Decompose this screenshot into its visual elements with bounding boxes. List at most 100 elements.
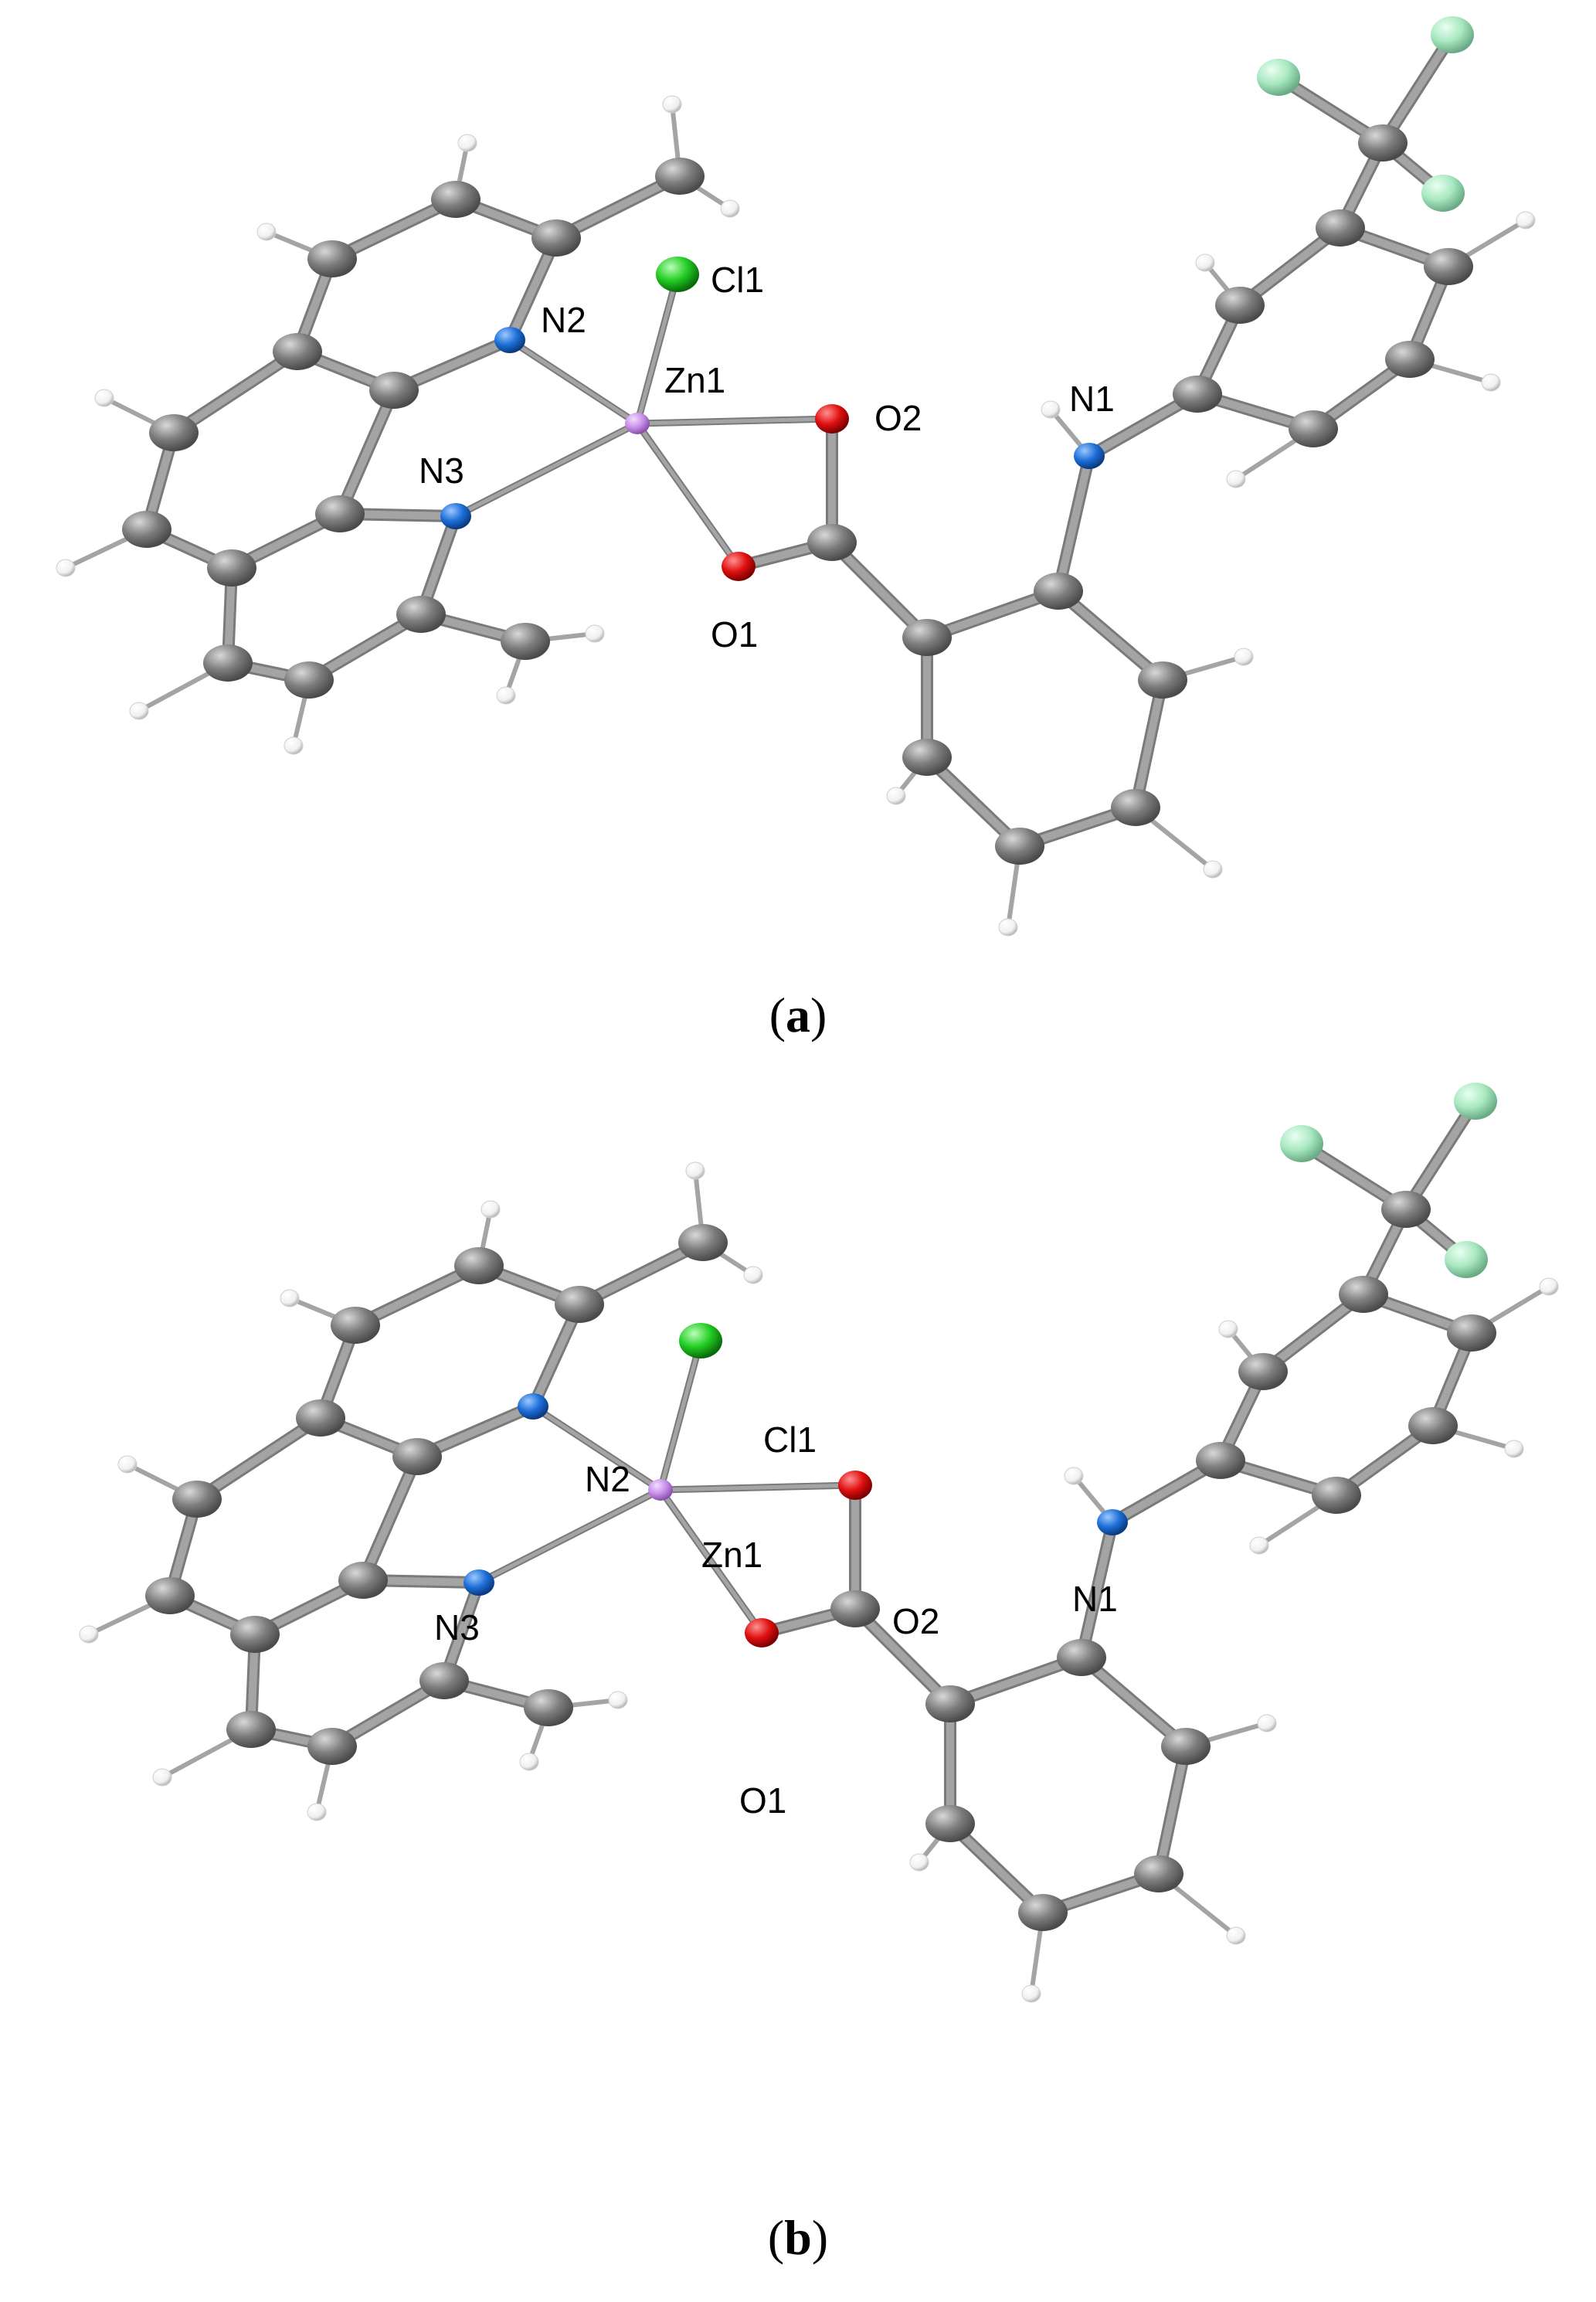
carbon-atom: [273, 333, 322, 370]
carbon-atom: [1034, 573, 1083, 610]
label-zn1: Zn1: [664, 360, 725, 400]
carbon-atom: [1057, 1639, 1106, 1676]
carbon-atom: [396, 596, 446, 633]
carbon-atom: [531, 219, 581, 257]
carbon-atom: [655, 158, 705, 195]
bond: [635, 272, 680, 426]
hydrogen-atom: [1195, 253, 1215, 272]
bond: [1379, 31, 1456, 147]
label-n2: N2: [585, 1459, 630, 1499]
hydrogen-atom: [152, 1768, 172, 1787]
carbon-atom: [1424, 248, 1473, 285]
bond: [1155, 1743, 1190, 1878]
carbon-atom: [296, 1399, 345, 1437]
hydrogen-atom: [1249, 1536, 1269, 1555]
bond: [658, 1338, 703, 1492]
label-n1: N1: [1069, 379, 1115, 419]
label-o2: O2: [892, 1601, 939, 1641]
hydrogen-atom: [307, 1803, 327, 1821]
fluorine-atom: [1431, 16, 1474, 53]
bond: [477, 1488, 663, 1585]
carbon-atom: [925, 1685, 975, 1722]
carbon-atom: [338, 1562, 388, 1599]
nitrogen-atom: [464, 1569, 494, 1596]
carbon-atom: [419, 1662, 469, 1699]
carbon-atom: [1289, 410, 1338, 447]
bond: [658, 1483, 857, 1492]
carbon-atom: [284, 661, 334, 699]
bond: [552, 172, 684, 242]
carbon-atom: [1173, 376, 1222, 413]
carbon-atom: [145, 1577, 195, 1614]
hydrogen-atom: [280, 1289, 300, 1307]
hydrogen-atom: [585, 624, 605, 643]
bond: [1078, 1518, 1116, 1661]
carbon-atom: [830, 1590, 880, 1627]
bond: [658, 1488, 764, 1635]
hydrogen-atom: [56, 559, 76, 577]
carbon-atom: [1138, 661, 1187, 699]
carbon-atom: [1238, 1353, 1288, 1390]
carbon-atom: [1134, 1855, 1183, 1892]
hydrogen-atom: [1257, 1714, 1277, 1732]
carbon-atom: [524, 1689, 573, 1726]
hydrogen-atom: [998, 918, 1018, 937]
carbon-atom: [678, 1224, 728, 1261]
carbon-atom: [226, 1711, 276, 1748]
carbon-atom: [995, 828, 1044, 865]
hydrogen-atom: [1234, 648, 1254, 666]
carbon-atom: [1381, 1191, 1431, 1228]
hydrogen-atom: [1226, 470, 1246, 488]
hydrogen-atom: [519, 1753, 539, 1771]
bond: [1132, 676, 1166, 811]
carbon-atom: [454, 1247, 504, 1284]
label-n1: N1: [1072, 1579, 1118, 1619]
nitrogen-atom: [440, 503, 471, 529]
hydrogen-atom: [743, 1266, 763, 1284]
oxygen-atom: [838, 1471, 872, 1500]
hydrogen-atom: [94, 389, 114, 407]
panel-b-labels: Cl1 N2 Zn1 O2 N1 N3 O1 (b): [434, 1420, 1118, 2265]
label-o2: O2: [874, 398, 922, 438]
carbon-atom: [1339, 1276, 1388, 1313]
hydrogen-atom: [480, 1200, 501, 1219]
label-n3: N3: [419, 451, 464, 491]
carbon-atom: [331, 1307, 380, 1344]
fluorine-atom: [1421, 175, 1465, 212]
bond: [946, 1820, 1047, 1916]
hydrogen-atom: [1203, 860, 1223, 879]
panel-a-structure: [56, 16, 1536, 937]
label-n3: N3: [434, 1607, 480, 1647]
bond: [851, 1605, 954, 1708]
caption-b: (b): [768, 2210, 828, 2265]
zinc-atom: [625, 413, 650, 434]
bond: [1054, 452, 1093, 595]
hydrogen-atom: [1481, 373, 1501, 392]
hydrogen-atom: [720, 199, 740, 218]
bond: [170, 348, 301, 437]
hydrogen-atom: [117, 1455, 138, 1474]
carbon-atom: [501, 623, 550, 660]
nitrogen-atom: [518, 1393, 548, 1420]
carbon-atom: [207, 549, 256, 587]
caption-a: (a): [769, 988, 827, 1042]
panel-b-structure: [79, 1083, 1559, 2003]
hydrogen-atom: [608, 1691, 628, 1709]
carbon-atom: [203, 644, 253, 682]
hydrogen-atom: [256, 223, 277, 241]
bond: [576, 1239, 707, 1308]
oxygen-atom: [722, 552, 756, 581]
hydrogen-atom: [685, 1161, 705, 1180]
bond: [635, 417, 834, 426]
bond: [1078, 1654, 1190, 1750]
carbon-atom: [149, 414, 199, 451]
bond: [923, 753, 1024, 850]
carbon-atom: [807, 524, 857, 561]
carbon-atom: [555, 1286, 604, 1323]
nitrogen-atom: [1097, 1509, 1128, 1535]
nitrogen-atom: [1074, 443, 1105, 469]
hydrogen-atom: [129, 702, 149, 720]
bond: [508, 338, 640, 426]
label-o1: O1: [711, 614, 758, 655]
